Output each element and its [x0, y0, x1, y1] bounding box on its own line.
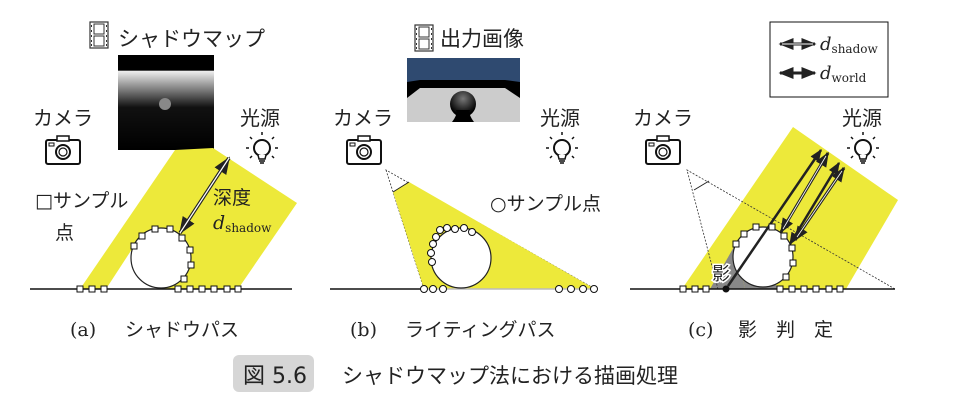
- frustum-angle: [392, 181, 410, 193]
- camera-icon: [645, 135, 681, 165]
- sample-point-label: ○サンプル点: [490, 193, 601, 215]
- camera-frustum: [686, 169, 896, 290]
- light-bulb-icon: [846, 131, 880, 164]
- legend-d-world: dworld: [820, 63, 867, 85]
- sample-points-c: [679, 223, 844, 293]
- figure-badge: [233, 355, 314, 392]
- light-label: 光源: [540, 106, 580, 130]
- shadow-map-ball: [159, 98, 171, 110]
- sample-points-a: [76, 225, 242, 293]
- output-image: [407, 58, 520, 122]
- legend-d-shadow: dshadow: [820, 34, 878, 56]
- output-image-label: 出力画像: [440, 27, 524, 51]
- caption-id-b: (b): [350, 319, 377, 341]
- panel-lighting-pass: 出力画像 カメラ 光源 ○サンプル点 (b) ライティングパス: [330, 24, 601, 341]
- depth-arrows: [726, 148, 846, 287]
- sphere: [732, 226, 794, 288]
- caption-a: シャドウパス: [125, 319, 239, 341]
- legend: dshadow dworld: [769, 21, 889, 98]
- sample-point-label-2: 点: [55, 222, 74, 244]
- light-label: 光源: [240, 106, 280, 130]
- panel-shadow-test: dshadow dworld カメラ 光源 影: [630, 21, 898, 341]
- camera-label: カメラ: [633, 106, 693, 130]
- shadow-map-label: シャドウマップ: [118, 27, 265, 51]
- camera-icon: [45, 135, 81, 165]
- depth-label: 深度: [213, 187, 251, 209]
- caption-b: ライティングパス: [405, 319, 555, 341]
- figure-number: 図 5.6: [243, 364, 307, 389]
- sample-points-b: [420, 224, 598, 293]
- depth-arrow-inner: [179, 157, 230, 234]
- camera-label: カメラ: [33, 106, 93, 130]
- caption-id-a: (a): [70, 319, 96, 341]
- shadow-label: 影: [712, 264, 730, 285]
- figure-title: シャドウマップ法における描画処理: [342, 364, 678, 388]
- light-bulb-icon: [245, 131, 279, 164]
- camera-label: カメラ: [333, 106, 393, 130]
- caption-id-c: (c): [688, 319, 713, 341]
- sphere: [130, 227, 192, 289]
- light-label: 光源: [842, 106, 882, 130]
- camera-icon: [346, 135, 382, 165]
- light-bulb-icon: [545, 131, 579, 164]
- film-icon: [414, 24, 434, 52]
- frustum-angle: [693, 180, 710, 191]
- film-icon: [89, 21, 109, 49]
- panel-shadow-pass: シャドウマップ カメラ 光源 □サンプル 点 深度 dshadow (a) シャ…: [30, 21, 297, 341]
- shadowed-point: [722, 285, 730, 293]
- caption-c: 影 判 定: [738, 319, 833, 341]
- sample-point-label: □サンプル: [35, 190, 128, 212]
